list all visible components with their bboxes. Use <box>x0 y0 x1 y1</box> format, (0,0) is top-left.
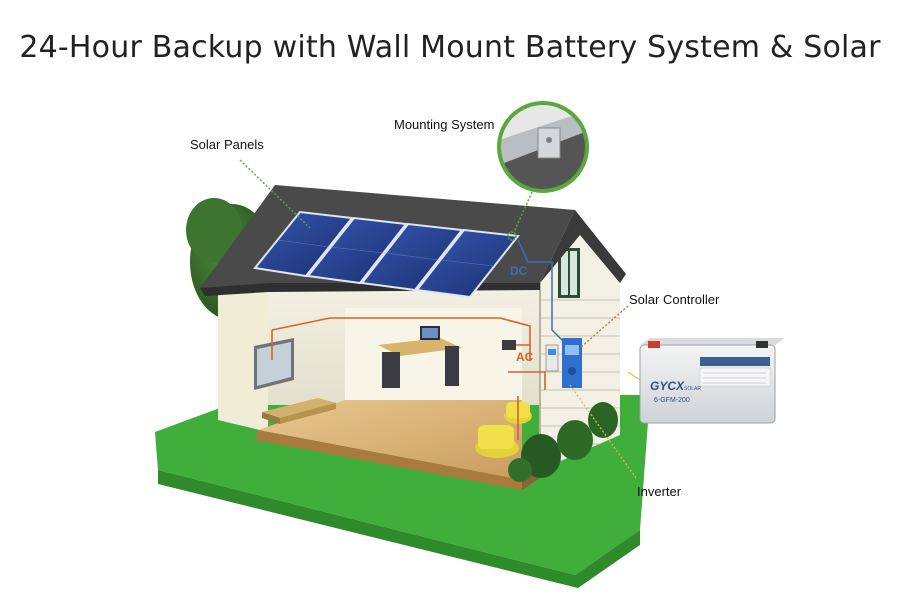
mounting-point-marker <box>507 231 517 241</box>
callout-solar-panels <box>239 159 311 229</box>
solar-panel <box>253 210 354 278</box>
desk-icon <box>378 326 462 388</box>
mounting-system-zoom <box>497 101 589 193</box>
callout-inverter <box>569 384 637 479</box>
room-floor <box>258 400 522 480</box>
label-solar-controller: Solar Controller <box>629 292 720 307</box>
callout-controller <box>579 305 629 349</box>
dc-wire <box>517 239 563 341</box>
solar-panel-array <box>253 210 520 299</box>
solar-panel <box>415 228 520 299</box>
label-inverter: Inverter <box>637 484 682 499</box>
room-inner-wall <box>345 308 522 400</box>
diagram-title: 24-Hour Backup with Wall Mount Battery S… <box>19 30 881 65</box>
left-wall <box>218 283 268 432</box>
battery-icon: GYCX SOLAR 6-GFM-200 <box>639 338 785 424</box>
solar-controller-unit <box>545 344 559 372</box>
label-dc: DC <box>510 264 528 278</box>
solar-panel <box>306 216 408 285</box>
tv-icon <box>254 338 294 390</box>
inverter-unit <box>562 338 582 388</box>
label-solar-panels: Solar Panels <box>190 137 264 152</box>
callout-mounting <box>513 191 533 233</box>
bench-icon <box>262 398 336 424</box>
battery-brand-suffix: SOLAR <box>684 386 701 392</box>
wall-switch <box>502 340 516 350</box>
shrubs <box>508 402 618 482</box>
label-mounting-system: Mounting System <box>394 117 495 132</box>
label-ac: AC <box>516 350 534 364</box>
solar-panel <box>360 222 464 292</box>
gable-window <box>558 248 580 298</box>
battery-model: 6-GFM-200 <box>654 397 690 404</box>
battery-brand: GYCX <box>650 379 685 393</box>
battery-cable <box>627 371 641 381</box>
